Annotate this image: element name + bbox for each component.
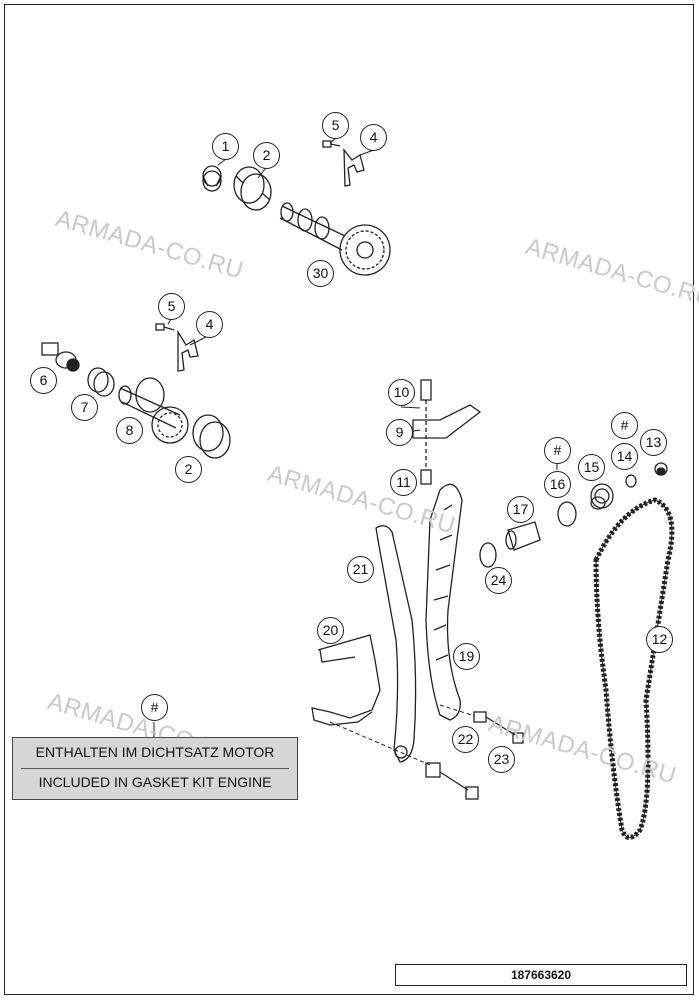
camshaft-30 <box>279 202 391 276</box>
callout-hash-16: # <box>544 437 571 464</box>
callout-9: 9 <box>386 419 413 446</box>
screw-5-upper <box>322 140 341 148</box>
callout-2: 2 <box>253 142 280 169</box>
callout-24: 24 <box>485 567 512 594</box>
callout-4-lower: 4 <box>196 311 223 338</box>
seal-24 <box>479 542 497 568</box>
camshaft-8 <box>118 377 189 444</box>
leader-lines <box>153 137 558 737</box>
callout-10: 10 <box>388 379 415 406</box>
tensioner-rail-21 <box>375 525 417 763</box>
callout-23: 23 <box>488 746 515 773</box>
gasket-note-divider <box>21 768 289 769</box>
seal-16 <box>557 501 577 527</box>
tensioner-plunger-17 <box>505 521 541 551</box>
bolt-22 <box>439 704 524 744</box>
callout-30: 30 <box>307 260 334 287</box>
guide-9 <box>412 379 482 485</box>
retainer-4-upper <box>343 148 365 187</box>
oring-14 <box>625 474 637 488</box>
callout-6: 6 <box>30 367 57 394</box>
callout-22: 22 <box>452 726 479 753</box>
bearing-2 <box>233 166 272 211</box>
callout-hash-14: # <box>611 412 638 439</box>
reference-number: 187663620 <box>395 964 687 986</box>
callout-11: 11 <box>390 469 417 496</box>
callout-5-lower: 5 <box>158 293 185 320</box>
plug-13 <box>654 462 668 476</box>
callout-21: 21 <box>347 556 374 583</box>
callout-17: 17 <box>507 496 534 523</box>
callout-7: 7 <box>71 394 98 421</box>
callout-8: 8 <box>116 417 143 444</box>
gasket-note-english: INCLUDED IN GASKET KIT ENGINE <box>38 774 272 790</box>
page-frame <box>4 4 694 995</box>
bearing-7 <box>87 367 115 397</box>
bolt-23 <box>425 762 479 800</box>
callout-16: 16 <box>544 471 571 498</box>
sensor-6 <box>41 342 80 372</box>
callout-20: 20 <box>317 617 344 644</box>
bracket-20 <box>311 634 431 766</box>
callout-hash-gasket: # <box>141 694 168 721</box>
plug-15 <box>590 483 614 510</box>
callout-5-upper: 5 <box>322 112 349 139</box>
callout-19: 19 <box>453 643 480 670</box>
screw-5-lower <box>155 323 175 331</box>
callout-15: 15 <box>578 454 605 481</box>
timing-chain-12 <box>593 497 675 840</box>
callout-14: 14 <box>611 443 638 470</box>
callout-13: 13 <box>640 429 667 456</box>
bearing-1 <box>202 165 222 192</box>
callout-12: 12 <box>646 626 673 653</box>
bearing-2-lower <box>192 414 231 459</box>
gasket-note-german: ENTHALTEN IM DICHTSATZ MOTOR <box>35 744 275 760</box>
callout-2-lower: 2 <box>175 456 202 483</box>
gasket-note-box: ENTHALTEN IM DICHTSATZ MOTOR INCLUDED IN… <box>12 737 298 800</box>
guide-rail-19 <box>425 483 463 721</box>
callout-1: 1 <box>212 133 239 160</box>
callout-4-upper: 4 <box>360 124 387 151</box>
retainer-4-lower <box>177 329 199 372</box>
